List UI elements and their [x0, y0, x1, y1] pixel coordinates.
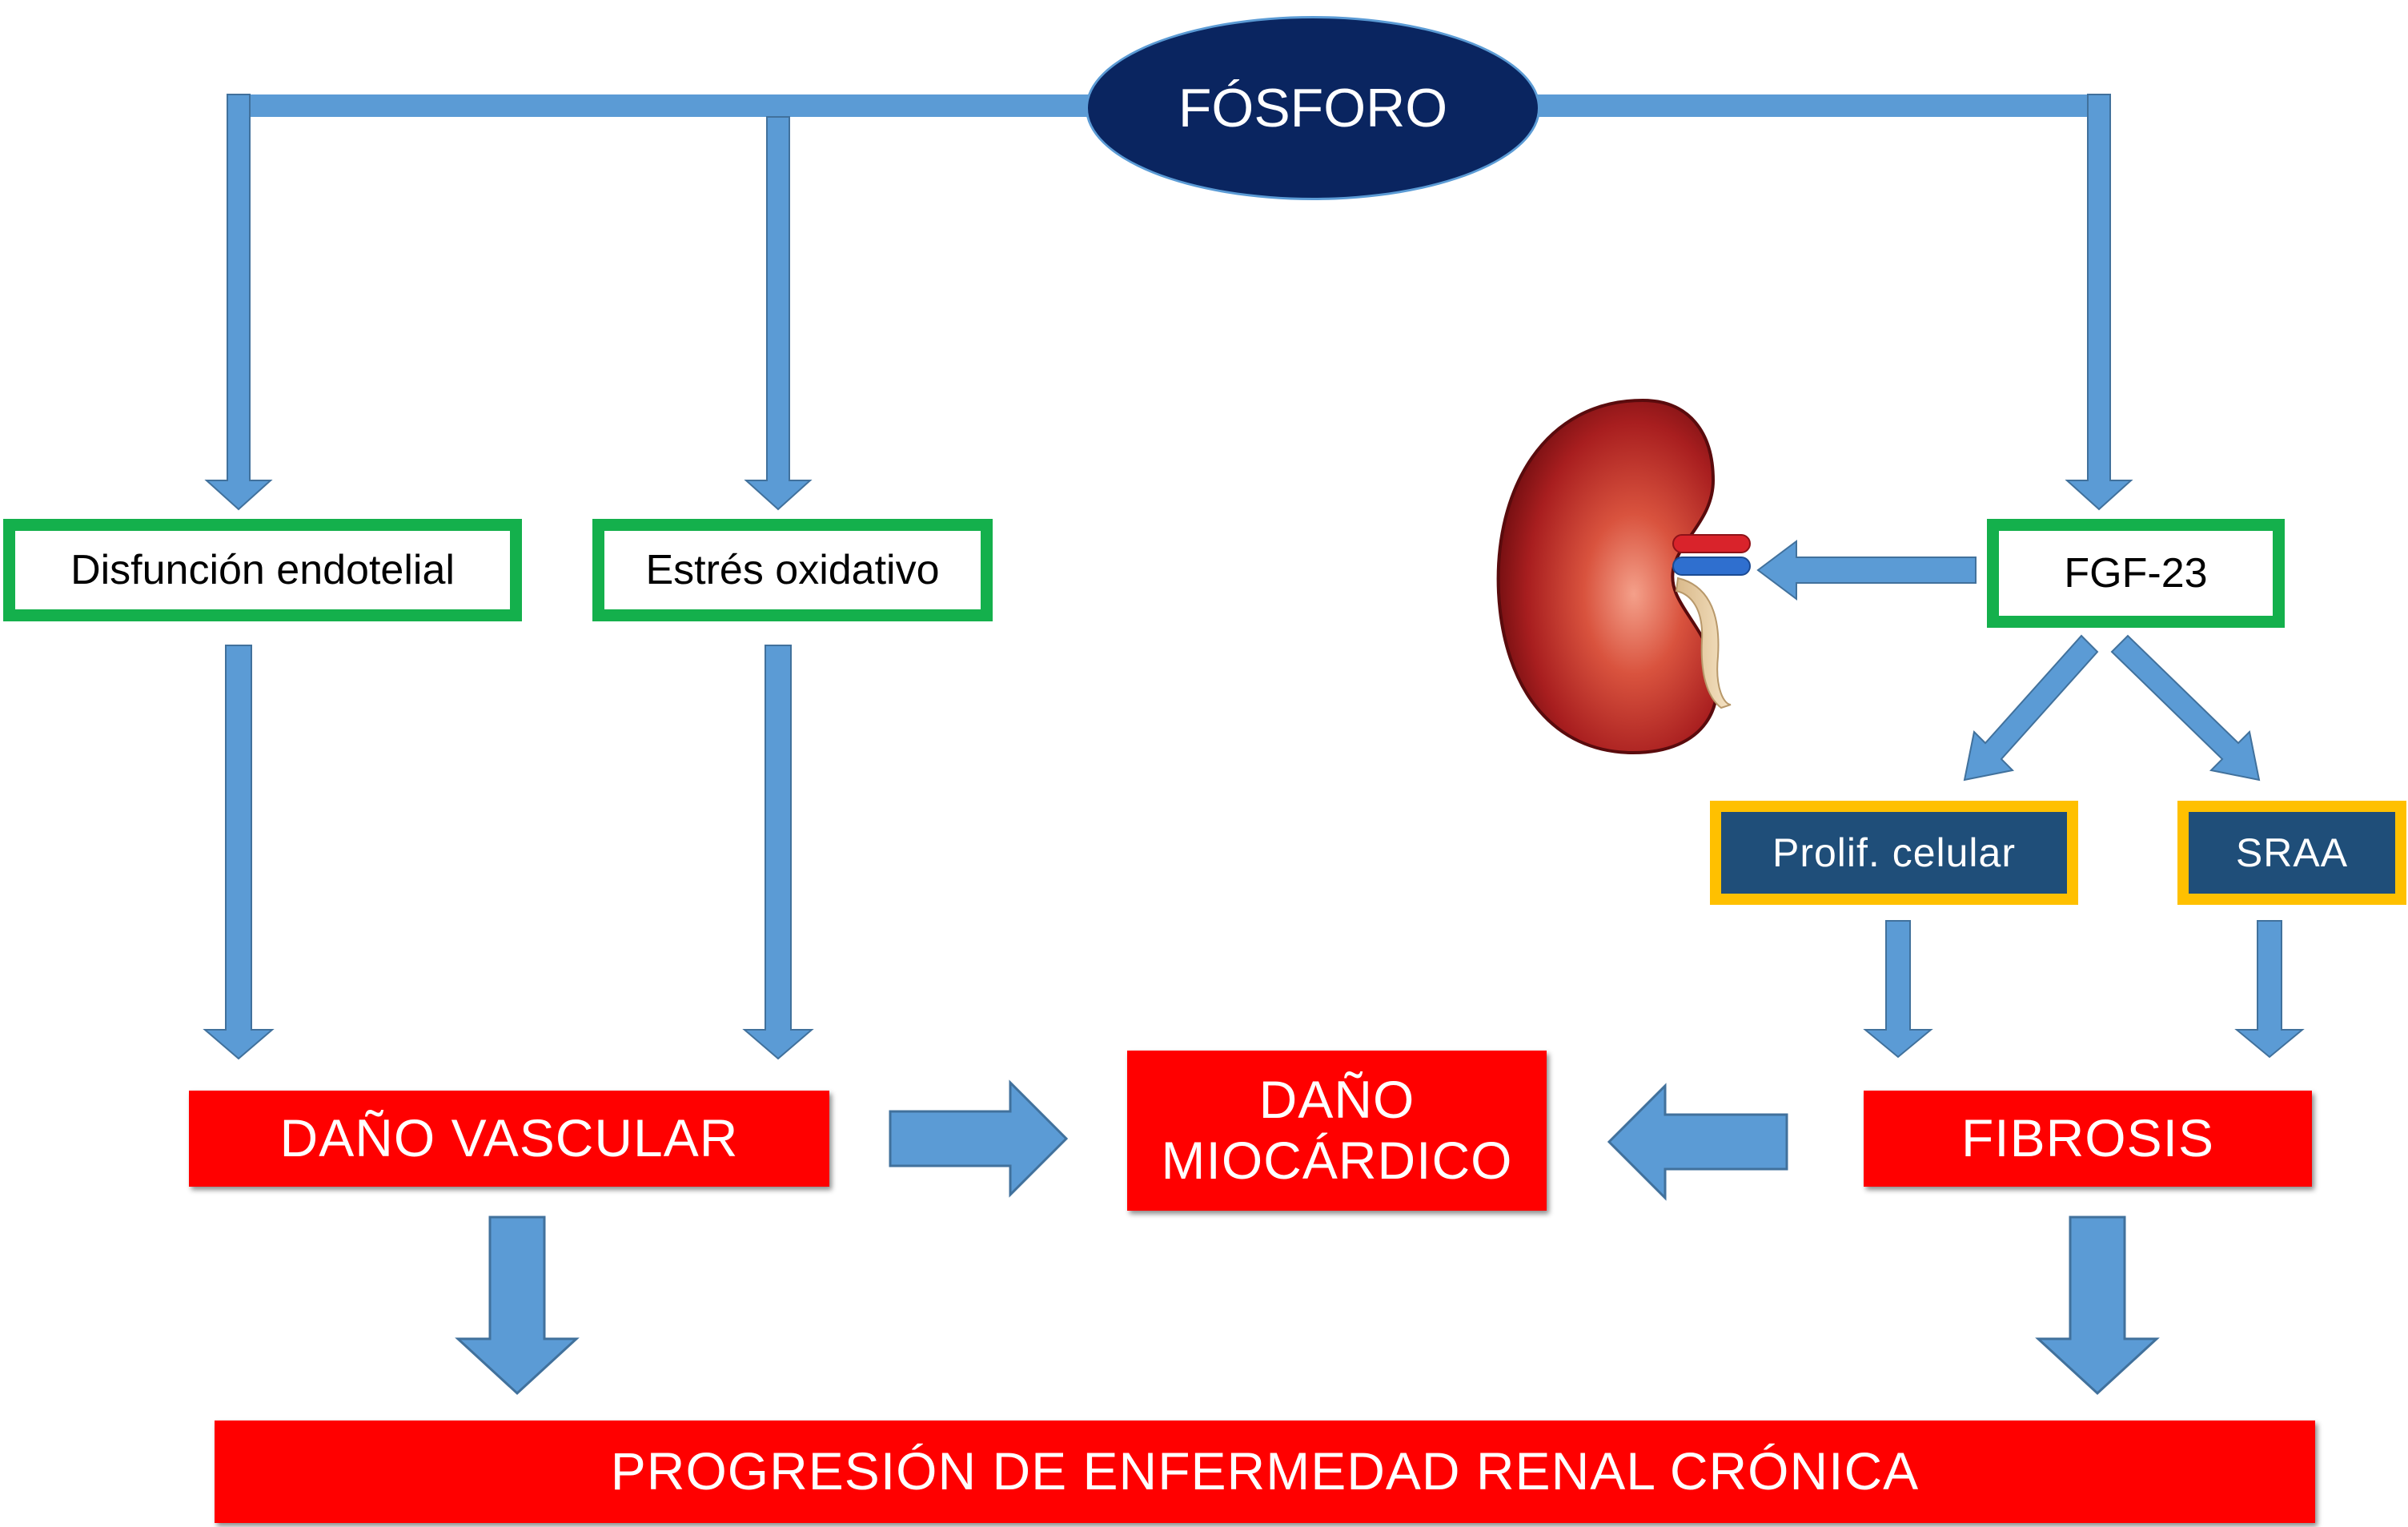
node-sraa-label: SRAA — [2235, 830, 2349, 875]
arrow-oxidative-to-vascular — [742, 645, 814, 1060]
arrow-fgf23-to-prolif — [1963, 634, 2099, 782]
top-connector-bar — [227, 94, 1089, 117]
node-endothelial-label: Disfunción endotelial — [70, 547, 455, 593]
arrow-sraa-to-fibrosis — [2234, 920, 2305, 1059]
node-oxidative-label: Estrés oxidativo — [645, 547, 940, 593]
arrow-to-fgf23 — [2065, 94, 2133, 511]
arrow-vascular-to-myocardial — [889, 1079, 1069, 1198]
top-connector-bar-right — [1537, 94, 2110, 117]
node-prolif-label: Prolif. celular — [1772, 830, 2016, 875]
arrow-fgf23-to-sraa — [2110, 634, 2261, 782]
node-fibrosis: FIBROSIS — [1864, 1091, 2312, 1187]
node-vascular-label: DAÑO VASCULAR — [279, 1108, 739, 1168]
node-myocardial-damage: DAÑO MIOCÁRDICO — [1127, 1051, 1547, 1211]
root-node-phosphorus: FÓSFORO — [1086, 16, 1540, 200]
node-ckd-progression: PROGRESIÓN DE ENFERMEDAD RENAL CRÓNICA — [215, 1421, 2315, 1523]
kidney-label: Fosfaturia — [1450, 332, 1507, 577]
node-progression-label: PROGRESIÓN DE ENFERMEDAD RENAL CRÓNICA — [610, 1441, 1920, 1501]
node-myocardial-label-line1: DAÑO — [1258, 1070, 1415, 1130]
node-fgf23: FGF-23 — [1987, 519, 2285, 628]
node-endothelial-dysfunction: Disfunción endotelial — [3, 519, 522, 621]
node-sraa: SRAA — [2177, 801, 2406, 905]
node-myocardial-label-line2: MIOCÁRDICO — [1161, 1131, 1513, 1190]
node-fgf23-label: FGF-23 — [2064, 550, 2208, 597]
arrow-to-endothelial — [204, 94, 273, 511]
node-cell-proliferation: Prolif. celular — [1710, 801, 2078, 905]
arrow-fgf23-to-kidney — [1756, 540, 1977, 601]
arrow-fibrosis-to-progression — [2035, 1216, 2160, 1396]
arrow-fibrosis-to-myocardial — [1607, 1083, 1788, 1201]
node-vascular-damage: DAÑO VASCULAR — [189, 1091, 829, 1187]
node-fibrosis-label: FIBROSIS — [1961, 1108, 2215, 1168]
arrow-to-oxidative — [744, 116, 813, 511]
node-oxidative-stress: Estrés oxidativo — [592, 519, 993, 621]
arrow-prolif-to-fibrosis — [1863, 920, 1933, 1059]
kidney-icon — [1496, 398, 1751, 755]
root-node-label: FÓSFORO — [1178, 78, 1448, 139]
arrow-vascular-to-progression — [455, 1216, 580, 1396]
arrow-endothelial-to-vascular — [203, 645, 275, 1060]
